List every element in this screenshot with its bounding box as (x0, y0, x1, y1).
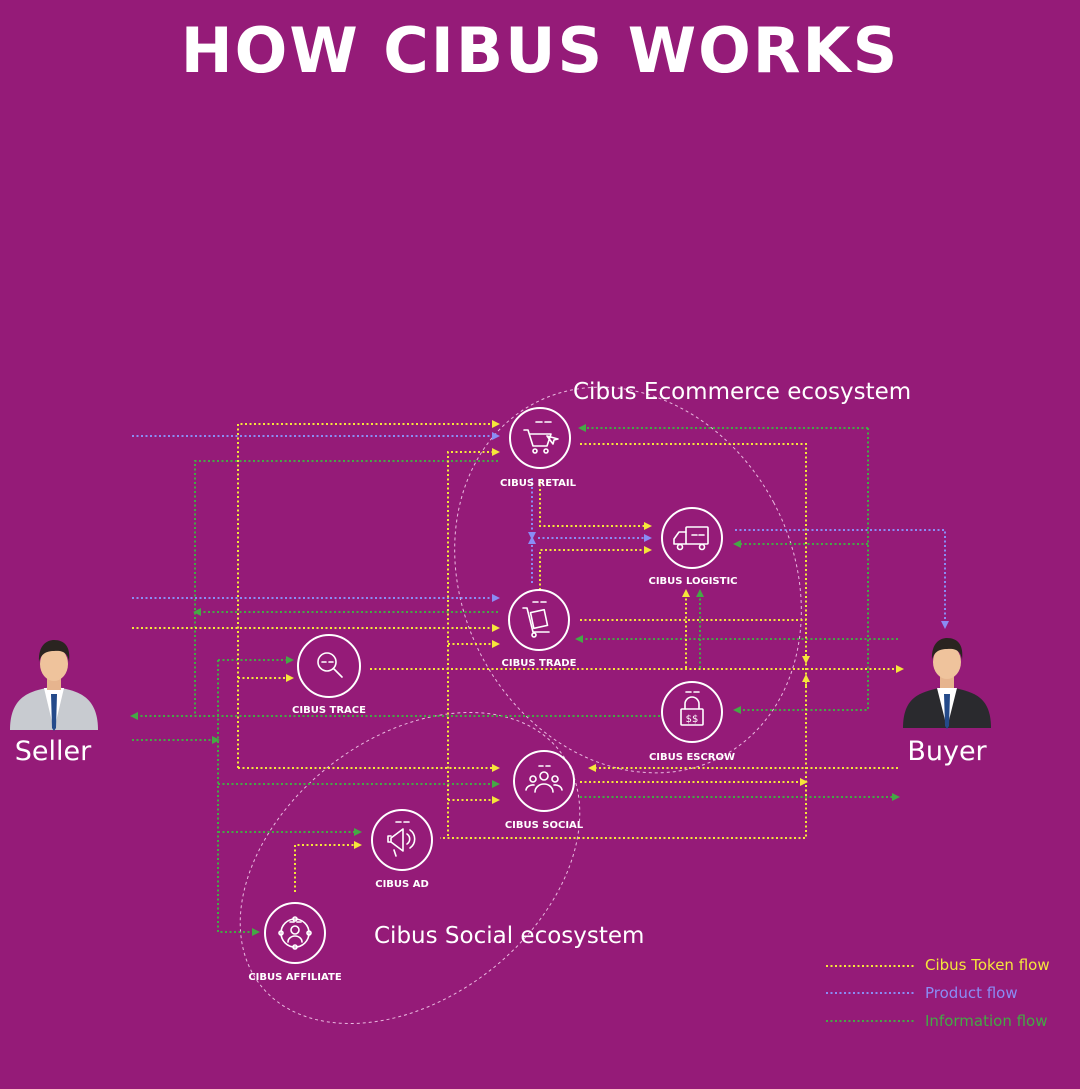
node-label-affiliate: CIBUS AFFILIATE (248, 972, 341, 983)
node-cibus-trade: CIBUS TRADE (502, 589, 577, 669)
megaphone-icon (387, 821, 416, 857)
node-label-trace: CIBUS TRACE (292, 705, 366, 716)
node-cibus-retail: CIBUS RETAIL (500, 407, 577, 489)
node-cibus-ad: CIBUS AD (371, 809, 433, 890)
svg-text:$$: $$ (686, 714, 699, 725)
hand-truck-icon (522, 601, 550, 638)
shopping-cart-icon (523, 421, 559, 454)
node-cibus-social: CIBUS SOCIAL (505, 750, 584, 831)
legend-token-flow: Cibus Token flow (925, 956, 1050, 974)
information-flow-lines (130, 424, 900, 936)
legend: Cibus Token flow Product flow Informatio… (826, 956, 1050, 1030)
node-label-ad: CIBUS AD (375, 879, 429, 890)
node-cibus-escrow: $$ CIBUS ESCROW (649, 681, 735, 763)
legend-product-flow: Product flow (925, 984, 1018, 1002)
node-cibus-trace: CIBUS TRACE (292, 634, 366, 716)
legend-information-flow: Information flow (925, 1012, 1048, 1030)
seller-label: Seller (15, 736, 92, 767)
token-flow-lines (132, 420, 904, 892)
node-label-trade: CIBUS TRADE (502, 658, 577, 669)
node-label-social: CIBUS SOCIAL (505, 820, 584, 831)
lock-dollar-icon: $$ (680, 691, 704, 726)
node-label-logistic: CIBUS LOGISTIC (648, 576, 737, 587)
delivery-truck-icon (673, 526, 709, 551)
page-title: HOW CIBUS WORKS (180, 14, 900, 87)
buyer-label: Buyer (907, 736, 987, 767)
social-ecosystem-label: Cibus Social ecosystem (374, 923, 644, 949)
node-cibus-affiliate: CIBUS AFFILIATE (248, 902, 342, 983)
buyer-figure (903, 638, 991, 729)
node-cibus-logistic: CIBUS LOGISTIC (648, 507, 738, 587)
product-flow-lines (132, 432, 949, 629)
social-ecosystem-boundary (239, 712, 581, 1024)
network-person-icon (278, 916, 312, 950)
people-group-icon (525, 765, 563, 793)
node-label-escrow: CIBUS ESCROW (649, 752, 735, 763)
ecommerce-ecosystem-label: Cibus Ecommerce ecosystem (573, 379, 911, 405)
magnifier-icon (317, 652, 343, 678)
seller-figure (10, 640, 98, 731)
node-label-retail: CIBUS RETAIL (500, 478, 577, 489)
ecommerce-ecosystem-boundary (454, 386, 802, 774)
